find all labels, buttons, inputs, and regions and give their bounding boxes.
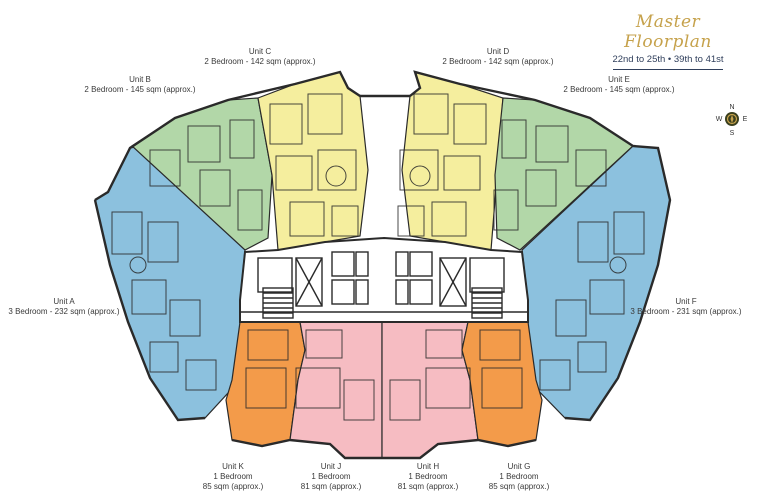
unit-j-line1: 1 Bedroom: [311, 472, 351, 481]
unit-d-zone[interactable]: [401, 71, 504, 251]
unit-c-name: Unit C: [248, 47, 272, 56]
unit-j-name: Unit J: [320, 462, 342, 471]
compass-icon: N E S W: [716, 104, 748, 137]
outer-walls: [93, 70, 672, 460]
compass-w: W: [716, 116, 723, 123]
compass-e: E: [743, 116, 748, 123]
unit-k-label: Unit K 1 Bedroom 85 sqm (approx.): [198, 462, 268, 492]
building-core: [239, 236, 529, 323]
unit-h-name: Unit H: [416, 462, 440, 471]
header-rule: [613, 69, 723, 70]
unit-g-line1: 1 Bedroom: [499, 472, 539, 481]
unit-j-line2: 81 sqm (approx.): [300, 482, 362, 491]
unit-j-label: Unit J 1 Bedroom 81 sqm (approx.): [296, 462, 366, 492]
unit-j-zone[interactable]: [289, 321, 383, 459]
unit-g-line2: 85 sqm (approx.): [488, 482, 550, 491]
plan-header: Master Floorplan 22nd to 25th • 39th to …: [593, 12, 743, 70]
unit-k-name: Unit K: [222, 462, 244, 471]
unit-a-label: Unit A 3 Bedroom - 232 sqm (approx.): [4, 297, 124, 317]
unit-f-label: Unit F 3 Bedroom - 231 sqm (approx.): [626, 297, 746, 317]
unit-c-label: Unit C 2 Bedroom - 142 sqm (approx.): [200, 47, 320, 67]
unit-d-desc: 2 Bedroom - 142 sqm (approx.): [442, 57, 554, 66]
unit-f-desc: 3 Bedroom - 231 sqm (approx.): [630, 307, 742, 316]
unit-c-zone[interactable]: [257, 71, 369, 251]
unit-e-name: Unit E: [608, 75, 630, 84]
unit-b-label: Unit B 2 Bedroom - 145 sqm (approx.): [80, 75, 200, 95]
unit-h-line2: 81 sqm (approx.): [397, 482, 459, 491]
unit-b-desc: 2 Bedroom - 145 sqm (approx.): [84, 85, 196, 94]
unit-h-line1: 1 Bedroom: [408, 472, 448, 481]
unit-b-name: Unit B: [129, 75, 151, 84]
plan-title: Master Floorplan: [624, 12, 712, 52]
unit-a-desc: 3 Bedroom - 232 sqm (approx.): [8, 307, 120, 316]
compass-s: S: [730, 130, 735, 137]
unit-g-name: Unit G: [507, 462, 531, 471]
unit-e-label: Unit E 2 Bedroom - 145 sqm (approx.): [559, 75, 679, 95]
unit-a-name: Unit A: [53, 297, 75, 306]
unit-e-desc: 2 Bedroom - 145 sqm (approx.): [563, 85, 675, 94]
core-details: [240, 251, 528, 319]
unit-g-label: Unit G 1 Bedroom 85 sqm (approx.): [484, 462, 554, 492]
unit-d-label: Unit D 2 Bedroom - 142 sqm (approx.): [438, 47, 558, 67]
unit-d-name: Unit D: [486, 47, 510, 56]
unit-h-label: Unit H 1 Bedroom 81 sqm (approx.): [393, 462, 463, 492]
unit-k-line2: 85 sqm (approx.): [202, 482, 264, 491]
floor-range: 22nd to 25th • 39th to 41st: [612, 54, 724, 65]
unit-k-line1: 1 Bedroom: [213, 472, 253, 481]
interior-walls: [111, 93, 645, 458]
unit-f-name: Unit F: [675, 297, 697, 306]
compass-n: N: [729, 104, 734, 111]
unit-c-desc: 2 Bedroom - 142 sqm (approx.): [204, 57, 316, 66]
